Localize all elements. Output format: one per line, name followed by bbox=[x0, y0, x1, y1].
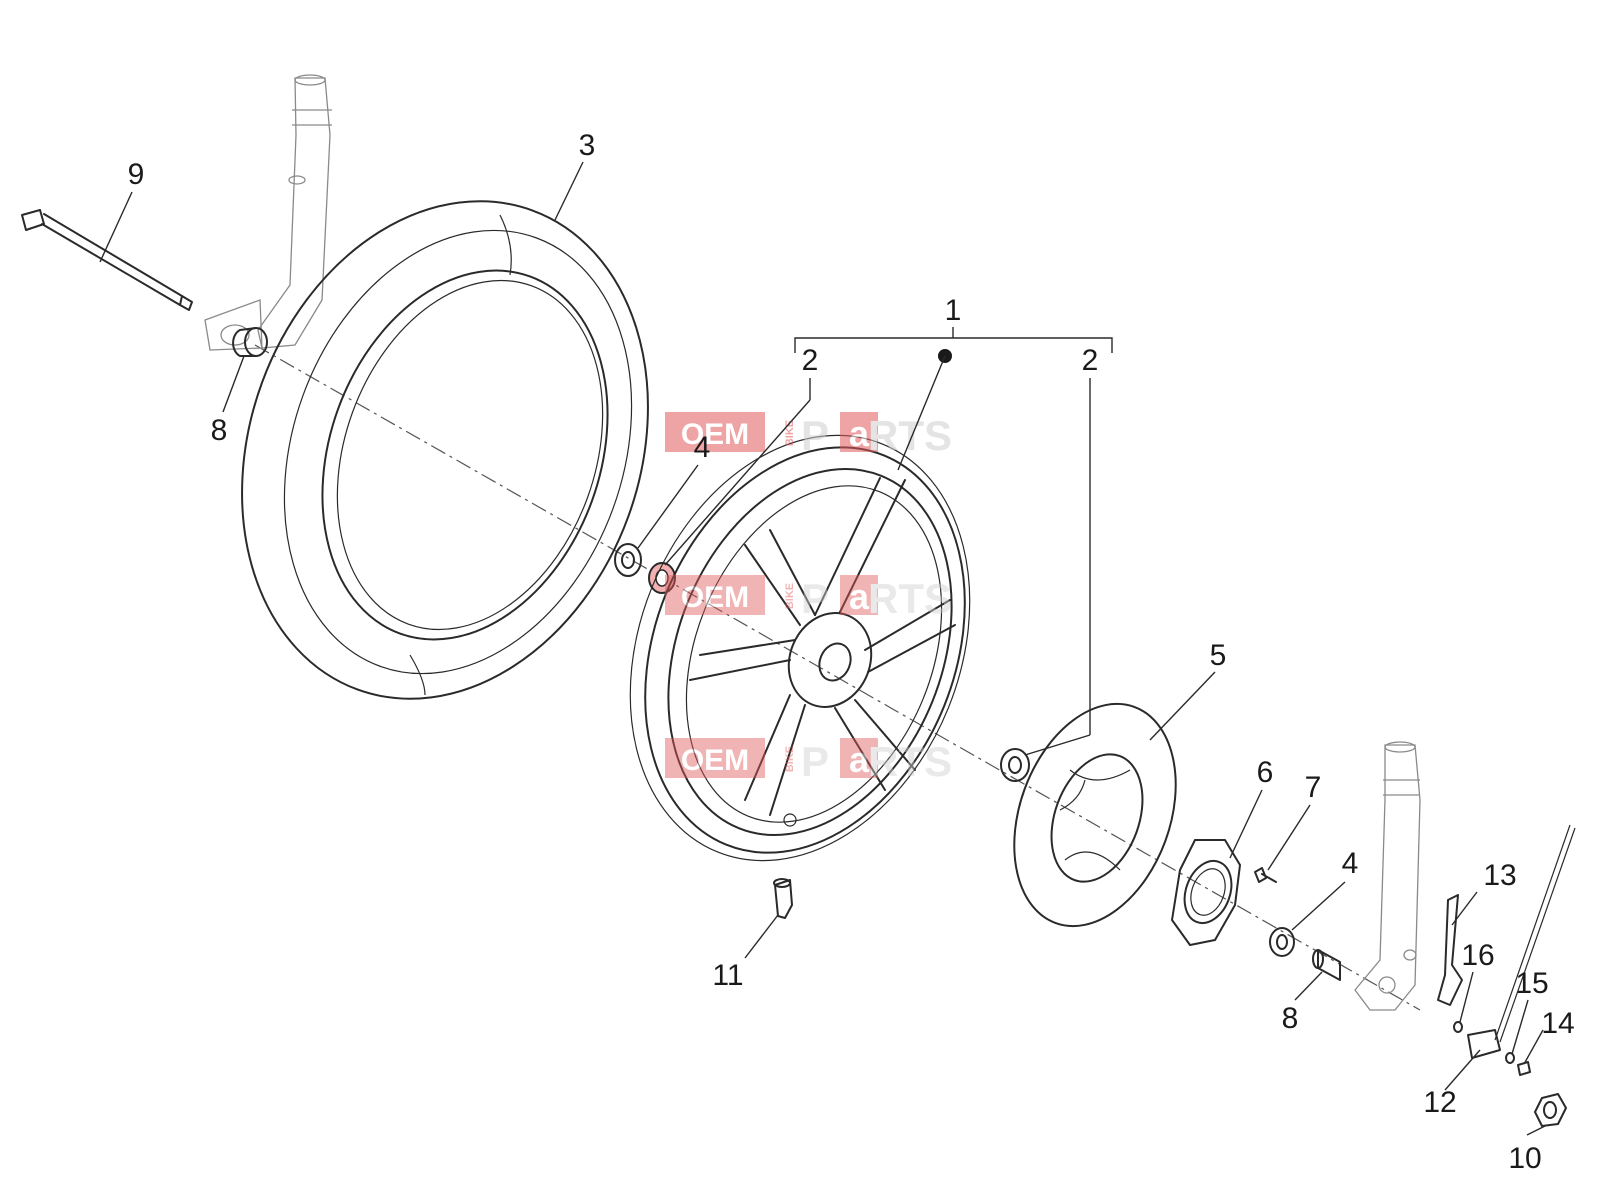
watermark-bottom: OEM BIKE P a RTS bbox=[665, 738, 952, 785]
svg-text:OEM: OEM bbox=[681, 581, 749, 614]
callout-labels: 1 2 2 3 4 4 5 6 7 8 8 9 10 11 12 13 14 1… bbox=[128, 129, 1575, 1175]
assembly-bracket bbox=[794, 327, 1113, 363]
callout-16: 16 bbox=[1461, 939, 1494, 972]
spacer-left bbox=[232, 327, 268, 357]
sensor-washer bbox=[1505, 1052, 1515, 1064]
callout-8b: 8 bbox=[1282, 1002, 1299, 1035]
bearing-right bbox=[1000, 748, 1030, 782]
tire-valve bbox=[773, 878, 793, 919]
washer bbox=[1453, 1021, 1463, 1033]
callout-10: 10 bbox=[1508, 1142, 1541, 1175]
svg-text:a: a bbox=[849, 576, 870, 617]
callout-13: 13 bbox=[1483, 859, 1516, 892]
svg-text:BIKE: BIKE bbox=[784, 746, 796, 772]
left-fork-leg bbox=[204, 74, 332, 351]
oil-seal-left bbox=[614, 543, 642, 577]
callout-8a: 8 bbox=[211, 414, 228, 447]
svg-text:RTS: RTS bbox=[868, 412, 952, 459]
callout-5: 5 bbox=[1210, 639, 1227, 672]
right-fork-leg bbox=[1354, 741, 1421, 1011]
svg-text:BIKE: BIKE bbox=[784, 583, 796, 609]
wheel-rim bbox=[629, 434, 971, 862]
oil-seal-right bbox=[1269, 927, 1295, 957]
disc-screw bbox=[1254, 867, 1277, 883]
callout-6: 6 bbox=[1257, 756, 1274, 789]
callout-9: 9 bbox=[128, 158, 145, 191]
callout-7: 7 bbox=[1305, 771, 1322, 804]
callout-15: 15 bbox=[1515, 967, 1548, 1000]
svg-text:RTS: RTS bbox=[868, 738, 952, 785]
tire bbox=[241, 200, 649, 700]
sensor-bracket bbox=[1437, 894, 1463, 1006]
callout-3: 3 bbox=[579, 129, 596, 162]
svg-text:OEM: OEM bbox=[681, 744, 749, 777]
callout-12: 12 bbox=[1423, 1086, 1456, 1119]
leader-lines bbox=[99, 161, 1546, 1136]
watermark-middle: OEM BIKE P a RTS bbox=[665, 575, 952, 622]
svg-text:P: P bbox=[801, 575, 829, 622]
svg-text:a: a bbox=[849, 739, 870, 780]
svg-text:OEM: OEM bbox=[681, 418, 749, 451]
callout-14: 14 bbox=[1541, 1007, 1574, 1040]
svg-text:P: P bbox=[801, 412, 829, 459]
axle-bolt bbox=[21, 209, 193, 311]
wheel-axis-line bbox=[254, 344, 1421, 1011]
spacer-right bbox=[1312, 949, 1341, 981]
callout-2a: 2 bbox=[802, 344, 819, 377]
axle-nut bbox=[1534, 1093, 1567, 1127]
brake-disc bbox=[1013, 702, 1177, 928]
callout-4a: 4 bbox=[694, 431, 711, 464]
callout-4b: 4 bbox=[1342, 847, 1359, 880]
watermark-top: OEM BIKE P a RTS bbox=[665, 412, 952, 459]
svg-text:a: a bbox=[849, 413, 870, 454]
speed-sensor bbox=[1467, 824, 1576, 1059]
svg-text:P: P bbox=[801, 738, 829, 785]
callout-1: 1 bbox=[945, 294, 962, 327]
callout-2b: 2 bbox=[1082, 344, 1099, 377]
callout-11: 11 bbox=[712, 959, 743, 992]
abs-tone-ring bbox=[1171, 839, 1241, 946]
svg-text:RTS: RTS bbox=[868, 575, 952, 622]
